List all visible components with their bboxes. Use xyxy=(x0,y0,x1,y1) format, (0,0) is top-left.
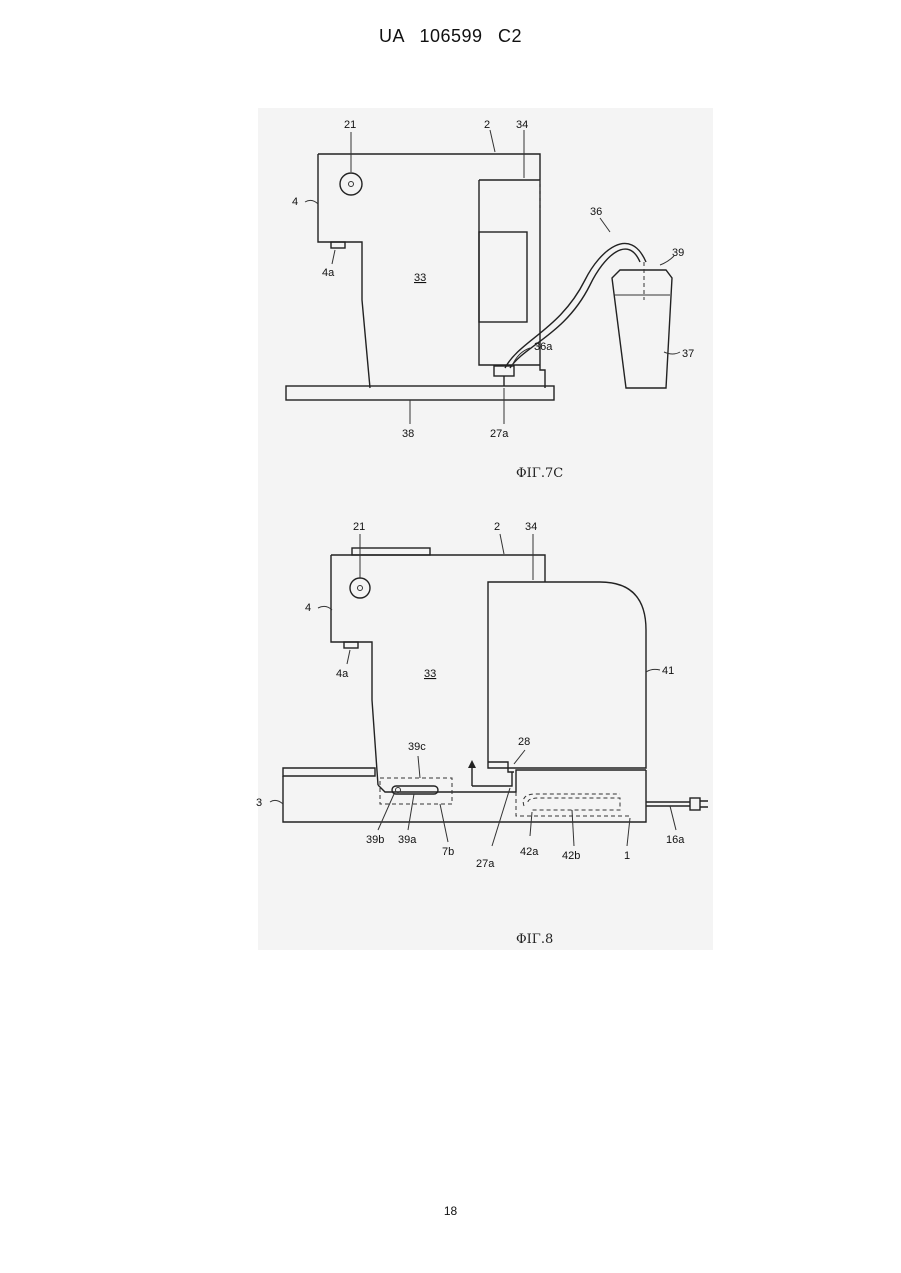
label-2: 2 xyxy=(494,521,500,533)
label-34: 34 xyxy=(525,521,537,533)
label-27a: 27a xyxy=(490,428,509,440)
label-39b: 39b xyxy=(366,834,384,846)
label-21: 21 xyxy=(344,119,356,131)
label-39: 39 xyxy=(672,247,684,259)
figure-8-drawing: 21 2 34 4 4a 33 41 39c 28 3 39b 39a 7b 2… xyxy=(0,500,901,960)
label-33: 33 xyxy=(414,272,426,284)
label-3: 3 xyxy=(256,797,262,809)
label-41: 41 xyxy=(662,665,674,677)
label-42b: 42b xyxy=(562,850,580,862)
label-38: 38 xyxy=(402,428,414,440)
label-33: 33 xyxy=(424,668,436,680)
scan-background xyxy=(258,108,713,500)
label-34: 34 xyxy=(516,119,528,131)
scan-background xyxy=(258,500,713,950)
label-4a: 4a xyxy=(336,668,349,680)
label-21: 21 xyxy=(353,521,365,533)
label-4a: 4a xyxy=(322,267,335,279)
page-number: 18 xyxy=(0,1204,901,1218)
figure-8: 21 2 34 4 4a 33 41 39c 28 3 39b 39a 7b 2… xyxy=(0,500,901,960)
label-16a: 16a xyxy=(666,834,685,846)
figure-7c-drawing: 21 2 34 4 36 39 4a 33 36a 37 38 27a xyxy=(0,0,901,500)
label-39c: 39c xyxy=(408,741,426,753)
label-7b: 7b xyxy=(442,846,454,858)
label-1: 1 xyxy=(624,850,630,862)
label-2: 2 xyxy=(484,119,490,131)
label-36: 36 xyxy=(590,206,602,218)
label-36a: 36a xyxy=(534,341,553,353)
label-39a: 39a xyxy=(398,834,417,846)
figure-7c-caption: ΦΙΓ.7C xyxy=(516,466,563,481)
figure-7c: 21 2 34 4 36 39 4a 33 36a 37 38 27a ΦΙΓ.… xyxy=(0,0,901,500)
label-4: 4 xyxy=(305,602,311,614)
label-27a: 27a xyxy=(476,858,495,870)
label-37: 37 xyxy=(682,348,694,360)
label-4: 4 xyxy=(292,196,298,208)
label-28: 28 xyxy=(518,736,530,748)
label-42a: 42a xyxy=(520,846,539,858)
figure-8-caption: ΦΙΓ.8 xyxy=(516,932,553,947)
